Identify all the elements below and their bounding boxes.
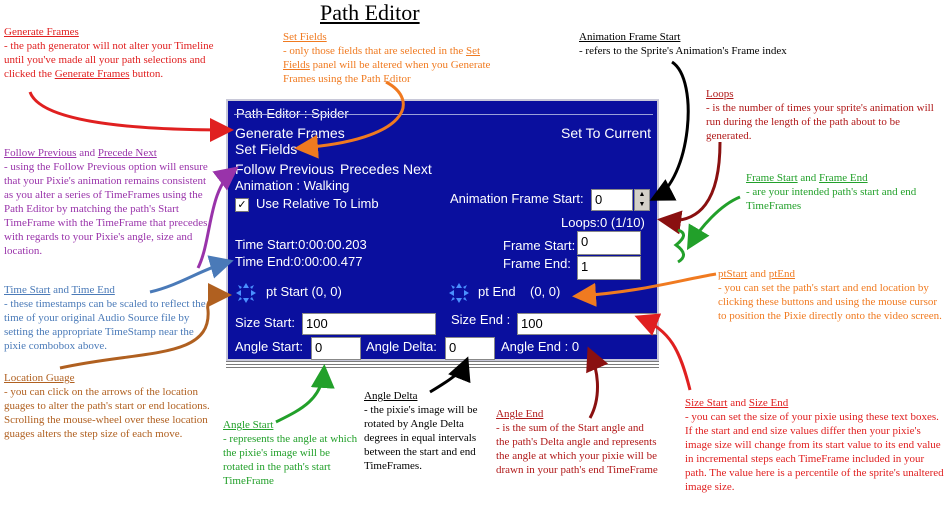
note-anim-frame-start: Animation Frame Start - refers to the Sp… bbox=[579, 30, 849, 58]
note-heading: Angle Start bbox=[223, 419, 274, 431]
note-and: and bbox=[747, 268, 769, 280]
anim-frame-start-spinner[interactable]: ▲ ▼ bbox=[634, 189, 650, 211]
note-and: and bbox=[727, 397, 749, 409]
note-text: - you can set the size of your pixie usi… bbox=[685, 411, 944, 493]
note-text: - is the number of times your sprite's a… bbox=[706, 102, 934, 142]
note-angle-end: Angle End - is the sum of the Start angl… bbox=[496, 407, 660, 477]
angle-delta-input[interactable]: 0 bbox=[445, 337, 495, 360]
angle-delta-label: Angle Delta: bbox=[366, 339, 437, 354]
note-heading: Animation Frame Start bbox=[579, 31, 681, 43]
frame-end-input[interactable]: 1 bbox=[577, 256, 641, 280]
arrow-frame-start-end-tail bbox=[686, 195, 741, 251]
note-text: - represents the angle at which the pixi… bbox=[223, 433, 358, 487]
size-end-label: Size End : bbox=[451, 312, 511, 327]
note-text: - are your intended path's start and end… bbox=[746, 186, 917, 212]
arrow-angle-start bbox=[275, 364, 335, 424]
generate-frames-button[interactable]: Generate Frames bbox=[235, 125, 345, 141]
use-relative-checkbox[interactable]: ✓ bbox=[235, 198, 249, 212]
note-heading: Set Fields bbox=[283, 31, 327, 43]
size-start-input[interactable]: 100 bbox=[302, 313, 436, 335]
note-and: and bbox=[50, 284, 72, 296]
note-heading: Size End bbox=[748, 397, 789, 409]
note-link: Generate Frames bbox=[54, 68, 130, 80]
arrow-loops bbox=[657, 141, 722, 235]
note-and: and bbox=[797, 172, 820, 184]
note-heading: Precede Next bbox=[97, 147, 157, 159]
arrow-frame-start-end bbox=[673, 228, 685, 264]
note-pt-start-end: ptStart and ptEnd - you can set the path… bbox=[718, 267, 944, 323]
size-end-input[interactable]: 100 bbox=[517, 313, 657, 335]
pt-end-button[interactable]: pt End bbox=[478, 284, 516, 299]
note-frame-start-end: Frame Start and Frame End - are your int… bbox=[746, 171, 942, 213]
note-heading: Size Start bbox=[685, 397, 728, 409]
note-heading: Loops bbox=[706, 88, 734, 100]
path-editor-panel: Path Editor : Spider Generate Frames Set… bbox=[226, 99, 659, 361]
frame-start-label: Frame Start: bbox=[503, 238, 576, 253]
location-guage-end-icon[interactable] bbox=[448, 282, 470, 304]
note-heading: Time End bbox=[71, 284, 115, 296]
note-set-fields: Set Fields - only those fields that are … bbox=[283, 30, 505, 86]
note-text: button. bbox=[129, 68, 164, 80]
note-generate-frames: Generate Frames - the path generator wil… bbox=[4, 25, 226, 81]
note-angle-start: Angle Start - represents the angle at wh… bbox=[223, 418, 361, 488]
note-time-start-end: Time Start and Time End - these timestam… bbox=[4, 283, 209, 353]
note-heading: Frame End bbox=[819, 172, 868, 184]
anim-frame-start-label: Animation Frame Start: bbox=[450, 191, 584, 206]
note-link: Set Fields bbox=[283, 45, 481, 71]
time-start-label: Time Start:0:00:00.203 bbox=[235, 237, 367, 252]
note-text: - you can click on the arrows of the loc… bbox=[4, 386, 210, 440]
note-and: and bbox=[76, 147, 98, 159]
time-end-label: Time End:0:00:00.477 bbox=[235, 254, 363, 269]
arrow-generate-frames bbox=[28, 91, 234, 142]
note-heading: Follow Previous bbox=[4, 147, 77, 159]
follow-previous-button[interactable]: Follow Previous bbox=[235, 161, 334, 177]
angle-start-label: Angle Start: bbox=[235, 339, 303, 354]
note-heading: Angle Delta bbox=[364, 390, 418, 402]
note-follow-previous: Follow Previous and Precede Next - using… bbox=[4, 146, 216, 258]
note-heading: ptStart bbox=[718, 268, 748, 280]
note-text: - only those fields that are selected in… bbox=[283, 45, 466, 57]
frame-end-label: Frame End: bbox=[503, 256, 571, 271]
note-text: - is the sum of the Start angle and the … bbox=[496, 422, 658, 476]
note-location-guage: Location Guage - you can click on the ar… bbox=[4, 371, 220, 441]
panel-footer-rule bbox=[226, 361, 659, 369]
note-angle-delta: Angle Delta - the pixie's image will be … bbox=[364, 389, 488, 473]
note-heading: ptEnd bbox=[768, 268, 796, 280]
note-text: panel will be altered when you Generate … bbox=[283, 59, 491, 85]
note-heading: Generate Frames bbox=[4, 26, 79, 38]
note-text: - using the Follow Previous option will … bbox=[4, 161, 208, 257]
size-start-label: Size Start: bbox=[235, 315, 295, 330]
note-heading: Frame Start bbox=[746, 172, 798, 184]
note-size-start-end: Size Start and Size End - you can set th… bbox=[685, 396, 945, 494]
note-loops: Loops - is the number of times your spri… bbox=[706, 87, 936, 143]
note-text: - these timestamps can be scaled to refl… bbox=[4, 298, 206, 352]
note-text: - refers to the Sprite's Animation's Fra… bbox=[579, 45, 787, 57]
angle-end-label: Angle End : 0 bbox=[501, 339, 580, 354]
note-heading: Time Start bbox=[4, 284, 51, 296]
set-to-current-button[interactable]: Set To Current bbox=[561, 125, 652, 141]
note-text: - the path generator will not alter your… bbox=[4, 40, 214, 80]
page-title: Path Editor bbox=[320, 0, 420, 25]
frame-start-input[interactable]: 0 bbox=[577, 231, 641, 255]
caption-divider bbox=[234, 114, 653, 115]
note-text: - you can set the path's start and end l… bbox=[718, 282, 942, 322]
angle-start-input[interactable]: 0 bbox=[311, 337, 361, 360]
anim-frame-start-input[interactable]: 0 bbox=[591, 189, 633, 211]
arrow-anim-frame-start bbox=[649, 60, 690, 201]
precedes-next-button[interactable]: Precedes Next bbox=[340, 161, 432, 177]
note-heading: Angle End bbox=[496, 408, 544, 420]
pt-start-button[interactable]: pt Start (0, 0) bbox=[266, 284, 342, 299]
note-heading: Location Guage bbox=[4, 372, 75, 384]
set-fields-button[interactable]: Set Fields bbox=[235, 141, 298, 157]
use-relative-label: Use Relative To Limb bbox=[256, 196, 379, 211]
loops-label: Loops:0 (1/10) bbox=[561, 215, 645, 230]
spin-up-icon[interactable]: ▲ bbox=[638, 191, 646, 198]
note-text: - the pixie's image will be rotated by A… bbox=[364, 404, 478, 472]
location-guage-start-icon[interactable] bbox=[235, 282, 257, 304]
animation-label: Animation : Walking bbox=[235, 178, 350, 193]
spin-down-icon[interactable]: ▼ bbox=[638, 201, 646, 208]
pt-end-coords: (0, 0) bbox=[530, 284, 561, 299]
